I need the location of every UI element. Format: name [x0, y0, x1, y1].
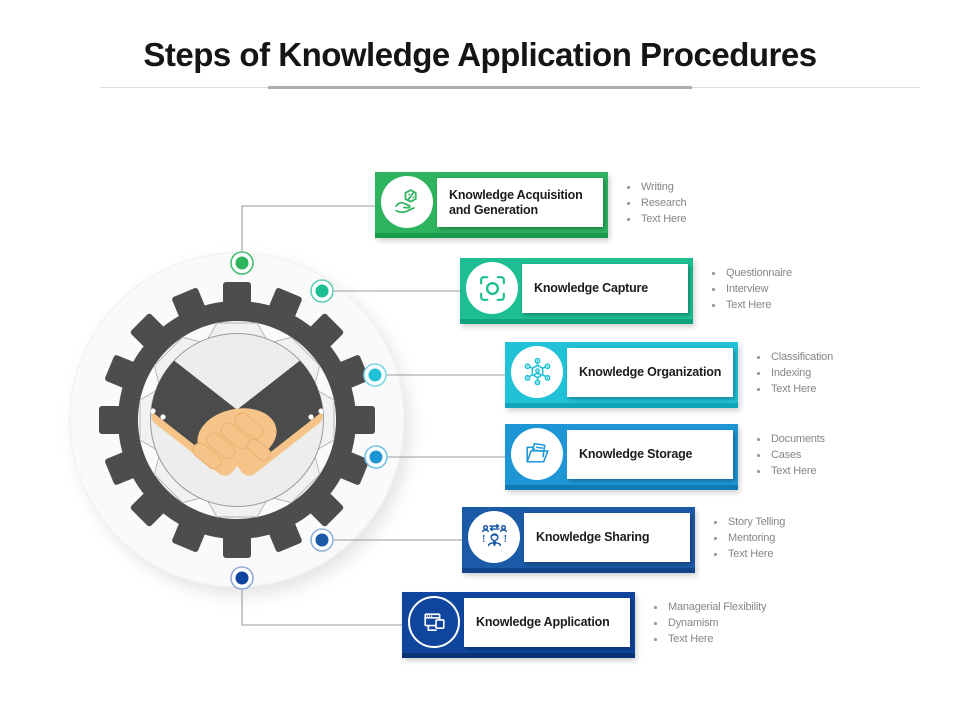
bullet-marker [714, 552, 717, 556]
bullet-text: Mentoring [728, 532, 776, 544]
bullet-text: Questionnaire [726, 267, 792, 279]
step-title: Knowledge Application [476, 615, 610, 629]
network-group-icon [511, 346, 563, 398]
app-windows-icon [408, 596, 460, 648]
bullet-marker [757, 437, 760, 441]
clasped-fingers [192, 412, 272, 470]
bullet-text: Text Here [771, 383, 817, 395]
bullet-text: Text Here [641, 213, 687, 225]
bullet-text: Story Telling [728, 516, 786, 528]
bullet-marker [757, 387, 760, 391]
step-knowledge-sharing: Knowledge Sharing Story Telling Mentorin… [462, 507, 785, 573]
people-sharing-icon [468, 511, 520, 563]
step-knowledge-storage: Knowledge Storage Documents Cases Text H… [505, 424, 825, 490]
bullet-text: Cases [771, 449, 802, 461]
step-label-bar: Knowledge Application [464, 598, 630, 647]
step-knowledge-application: Knowledge Application Managerial Flexibi… [402, 592, 767, 658]
step-title: Knowledge Acquisition and Generation [449, 187, 583, 217]
step-box: Knowledge Acquisition and Generation [375, 172, 608, 238]
bullet-marker [627, 217, 630, 221]
bullet-list: Managerial Flexibility Dynamism Text Her… [654, 599, 824, 647]
step-box: Knowledge Application [402, 592, 635, 658]
step-label-bar: Knowledge Sharing [524, 513, 690, 562]
step-box: Knowledge Storage [505, 424, 738, 490]
bullet-marker [757, 371, 760, 375]
bullet-text: Interview [726, 283, 769, 295]
bullet-text: Text Here [771, 465, 817, 477]
bullet-marker [627, 185, 630, 189]
bullet-marker [627, 201, 630, 205]
open-folder-icon [511, 428, 563, 480]
bullet-marker [757, 453, 760, 457]
step-label-bar: Knowledge Organization [567, 348, 733, 397]
connector-lines [241, 205, 505, 626]
step-knowledge-acquisition: Knowledge Acquisition and Generation Wri… [375, 172, 687, 238]
bullet-marker [714, 520, 717, 524]
bullet-marker [654, 637, 657, 641]
step-title: Knowledge Storage [579, 447, 693, 461]
hand-discount-icon [381, 176, 433, 228]
bullet-marker [712, 303, 715, 307]
capture-focus-icon [466, 262, 518, 314]
step-box: Knowledge Sharing [462, 507, 695, 573]
bullet-text: Text Here [728, 548, 774, 560]
step-label-bar: Knowledge Storage [567, 430, 733, 479]
bullet-marker [757, 469, 760, 473]
bullet-text: Research [641, 197, 687, 209]
bullet-list: Classification Indexing Text Here [757, 349, 927, 397]
step-label-bar: Knowledge Acquisition and Generation [437, 178, 603, 227]
step-box: Knowledge Organization [505, 342, 738, 408]
bullet-text: Dynamism [668, 617, 719, 629]
bullet-text: Writing [641, 181, 674, 193]
page-title: Steps of Knowledge Application Procedure… [143, 36, 817, 73]
bullet-marker [712, 287, 715, 291]
step-title: Knowledge Capture [534, 281, 648, 295]
bullet-marker [654, 621, 657, 625]
bullet-text: Managerial Flexibility [668, 601, 767, 613]
handshake-illustration [150, 335, 324, 476]
bullet-text: Text Here [726, 299, 772, 311]
bullet-text: Indexing [771, 367, 811, 379]
bullet-marker [712, 271, 715, 275]
bullet-text: Documents [771, 433, 825, 445]
bullet-list: Documents Cases Text Here [757, 431, 927, 479]
title-underline-dark [268, 86, 692, 89]
bullet-text: Classification [771, 351, 834, 363]
bullet-text: Text Here [668, 633, 714, 645]
bullet-list: Writing Research Text Here [627, 179, 797, 227]
step-box: Knowledge Capture [460, 258, 693, 324]
bullet-marker [654, 605, 657, 609]
step-title: Knowledge Organization [579, 365, 722, 379]
step-title: Knowledge Sharing [536, 530, 650, 544]
bullet-list: Questionnaire Interview Text Here [712, 265, 882, 313]
node-dots [230, 251, 388, 590]
bullet-list: Story Telling Mentoring Text Here [714, 514, 884, 562]
step-knowledge-organization: Knowledge Organization Classification In… [505, 342, 833, 408]
step-label-bar: Knowledge Capture [522, 264, 688, 313]
bullet-marker [757, 355, 760, 359]
bullet-marker [714, 536, 717, 540]
step-knowledge-capture: Knowledge Capture Questionnaire Intervie… [460, 258, 792, 324]
